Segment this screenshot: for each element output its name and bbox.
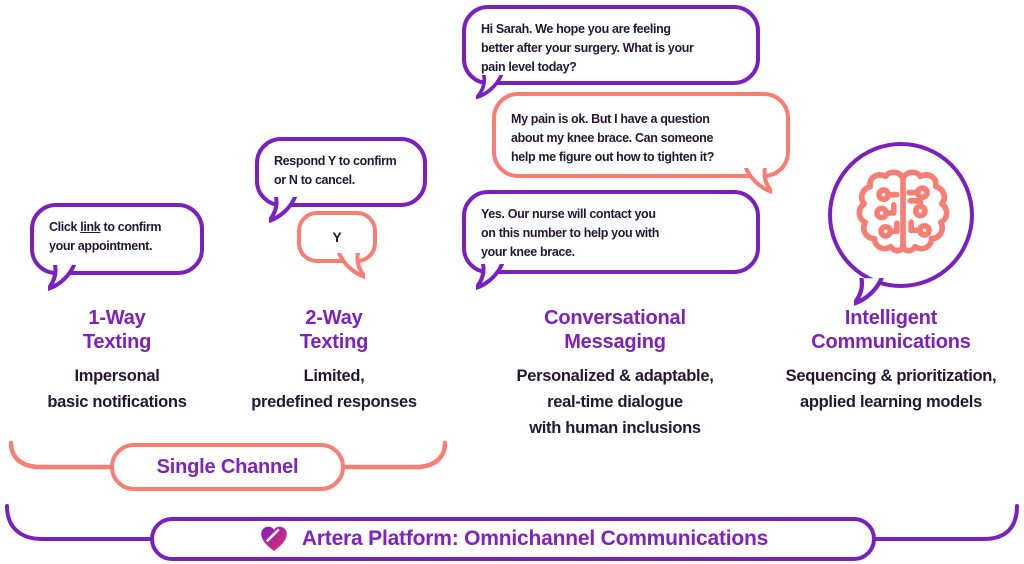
bubble-text: or N to cancel. [274,173,355,187]
column-two-way: 2-Way Texting Limited, predefined respon… [234,306,434,415]
conversational-reply-bubble: Yes. Our nurse will contact you on this … [462,190,760,290]
column-description: Sequencing & prioritization, applied lea… [785,367,997,411]
column-intelligent: Intelligent Communications Sequencing & … [761,306,1021,415]
column-title: Intelligent Communications [811,307,971,353]
bubble-text: Respond Y to confirm [274,154,397,168]
bubble-text: help me figure out how to tighten it? [511,150,714,164]
bubble-text: pain level today? [481,60,577,74]
column-description: Limited, predefined responses [251,367,417,411]
bubble-tail [476,264,504,290]
link-text: link [80,220,101,234]
conversational-inbound-bubble: My pain is ok. But I have a question abo… [492,92,790,194]
column-description: Impersonal basic notifications [47,367,187,411]
one-way-bubble: Click link to confirm your appointment. [30,203,204,291]
artera-heart-logo [261,526,287,551]
column-title: 2-Way Texting [299,307,369,353]
bubble-text: your appointment. [49,239,153,253]
bubble-tail [269,197,297,223]
bubble-text: about my knee brace. Can someone [511,131,714,145]
conversational-outbound-bubble: Hi Sarah. We hope you are feeling better… [462,5,760,99]
bubble-tail [337,253,365,279]
bubble-text: Hi Sarah. We hope you are feeling [481,22,671,36]
bubble-tail [476,75,504,99]
brain-circuit-icon [856,169,950,254]
single-channel-label: Single Channel [156,455,299,478]
column-conversational: Conversational Messaging Personalized & … [485,306,745,441]
bubble-text: My pain is ok. But I have a question [511,112,710,126]
column-description: Personalized & adaptable, real-time dial… [516,367,714,437]
platform-bracket [5,504,1019,541]
column-title: 1-Way Texting [82,307,152,353]
bubble-text: better after your surgery. What is your [481,41,694,55]
bubble-text: on this number to help you with [481,226,660,240]
bubble-tail [744,168,772,194]
platform-label: Artera Platform: Omnichannel Communicati… [301,527,769,550]
bubble-text: Y [332,229,342,245]
two-way-bubble: Respond Y to confirm or N to cancel. [255,137,427,223]
bubble-text: Click link to confirm [49,220,162,234]
bubble-text: Yes. Our nurse will contact you [481,207,656,221]
two-way-reply-bubble: Y [297,211,377,279]
intelligent-bubble [828,142,974,306]
column-one-way: 1-Way Texting Impersonal basic notificat… [17,306,217,415]
single-channel-pill: Single Channel [110,443,345,491]
bubble-text: your knee brace. [481,245,575,259]
platform-pill: Artera Platform: Omnichannel Communicati… [150,517,876,561]
bubble-tail [48,265,76,291]
column-title: Conversational Messaging [544,307,686,353]
single-channel-bracket [8,440,448,470]
bubble-tail [854,278,884,306]
